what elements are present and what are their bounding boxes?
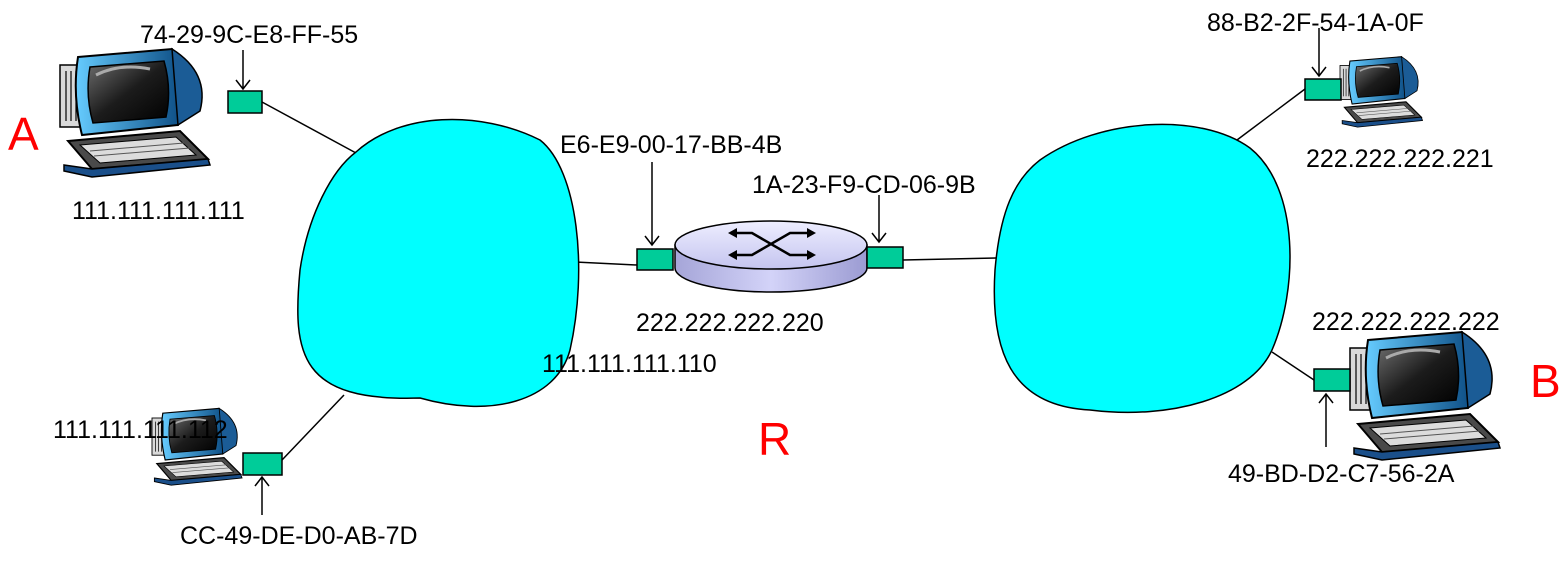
router-right-mac-label: 1A-23-F9-CD-06-9B <box>752 171 976 199</box>
network-right-cloud <box>993 123 1291 414</box>
host-b-mac-label: 49-BD-D2-C7-56-2A <box>1228 460 1455 488</box>
host-b-ip-label: 222.222.222.222 <box>1312 308 1500 336</box>
link-d-net2 <box>1236 88 1306 141</box>
router-left-interface-card <box>636 248 674 271</box>
host-a-mac-label: 74-29-9C-E8-FF-55 <box>140 21 358 49</box>
host-b-interface-card <box>1313 368 1351 392</box>
link-c-net1 <box>281 394 345 461</box>
network-left-cloud <box>297 118 580 408</box>
arrow-router-right-mac <box>871 195 887 244</box>
router-icon <box>674 220 868 293</box>
router-left-mac-label: E6-E9-00-17-BB-4B <box>560 131 782 159</box>
host-b-name-label: B <box>1530 355 1561 407</box>
router-name-label: R <box>758 413 791 465</box>
host-c-mac-label: CC-49-DE-D0-AB-7D <box>180 522 418 550</box>
host-c-ip-label: 111.111.111.112 <box>53 416 228 444</box>
host-a-ip-label: 111.111.111.111 <box>72 197 245 225</box>
host-b-computer-icon <box>1348 330 1502 462</box>
router-right-ip-label: 222.222.222.220 <box>636 309 824 337</box>
router-left-ip-label: 111.111.111.110 <box>542 350 717 378</box>
host-d-interface-card <box>1304 78 1342 101</box>
arrow-host-a-mac <box>235 50 251 91</box>
host-a-name-label: A <box>8 108 39 160</box>
host-d-computer-icon <box>1339 55 1424 128</box>
link-b-net2 <box>1271 351 1315 381</box>
link-router-net2 <box>902 257 997 261</box>
arrow-host-c-mac <box>254 475 270 515</box>
arrow-router-left-mac <box>644 162 660 247</box>
mac-pointer-arrows <box>235 28 1334 515</box>
link-a-net1 <box>261 101 357 154</box>
arrow-host-d-mac <box>1311 28 1327 78</box>
host-c-interface-card <box>242 452 283 476</box>
host-a-interface-card <box>227 90 263 114</box>
router-right-interface-card <box>866 246 904 269</box>
host-d-ip-label: 222.222.222.221 <box>1306 145 1494 173</box>
host-d-mac-label: 88-B2-2F-54-1A-0F <box>1207 9 1424 37</box>
link-net1-router <box>574 261 638 266</box>
host-a-computer-icon <box>58 47 212 179</box>
arrow-host-b-mac <box>1318 392 1334 447</box>
links <box>261 88 1315 461</box>
